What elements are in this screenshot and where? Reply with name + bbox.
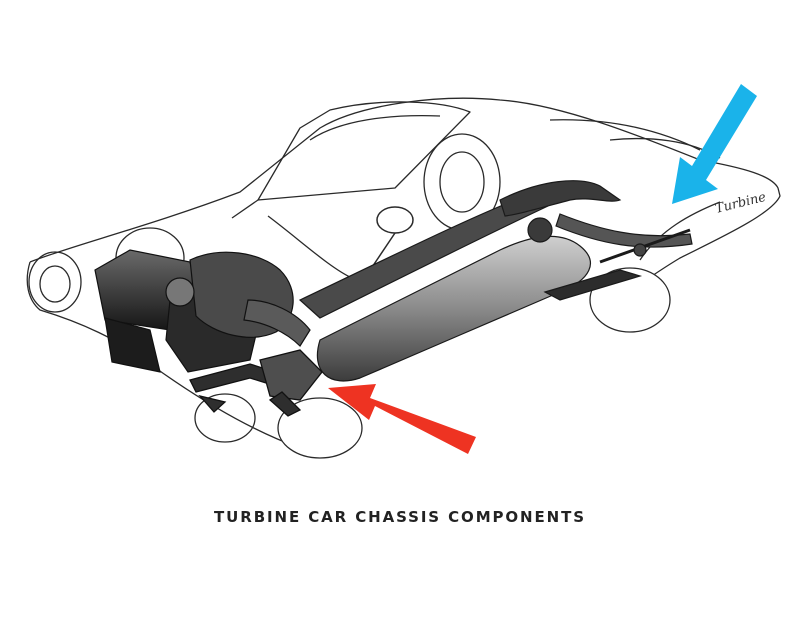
rear-suspension [499, 180, 693, 301]
front-suspension [189, 349, 323, 417]
battery [104, 317, 161, 373]
turbine-engine [94, 249, 311, 373]
turbine-script: Turbine [714, 190, 768, 217]
arrow-blue [672, 84, 757, 204]
car-body-outline [26, 97, 781, 449]
chassis-tunnel [298, 193, 591, 382]
caption: TURBINE CAR CHASSIS COMPONENTS [214, 508, 586, 526]
arrow-red [328, 384, 476, 454]
front-left-wheel [277, 397, 363, 459]
